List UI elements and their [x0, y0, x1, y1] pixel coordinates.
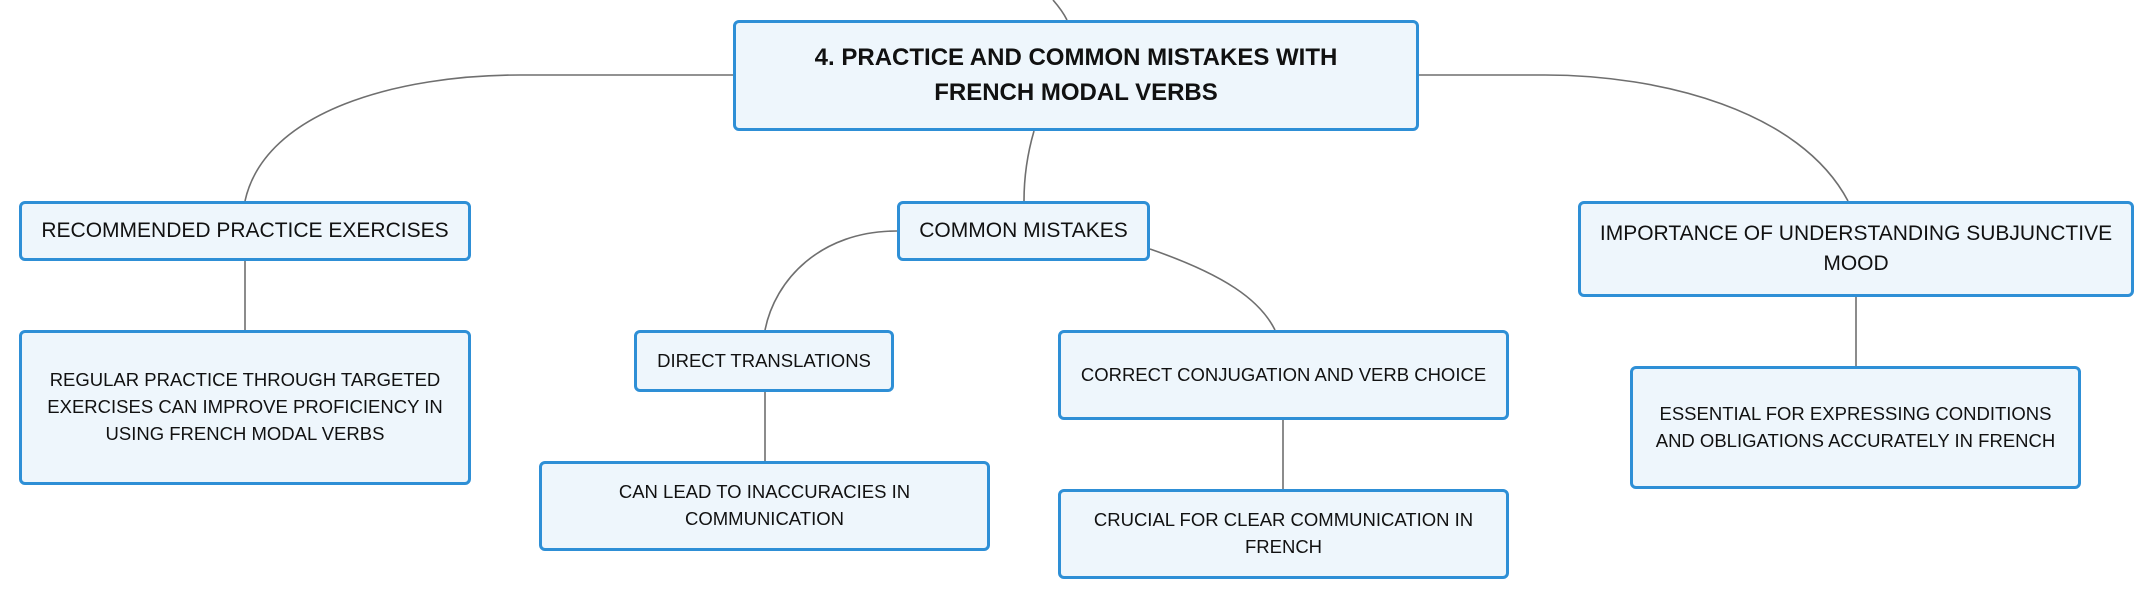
connector-mistakes-to-conjugation [1149, 248, 1276, 331]
practice-detail-label: REGULAR PRACTICE THROUGH TARGETED EXERCI… [47, 369, 443, 444]
connector-parent-to-root [1052, 0, 1068, 21]
practice-node[interactable]: RECOMMENDED PRACTICE EXERCISES [19, 201, 471, 261]
mistakes-node-label: COMMON MISTAKES [919, 218, 1128, 242]
translations-detail-node[interactable]: CAN LEAD TO INACCURACIES IN COMMUNICATIO… [539, 461, 990, 551]
connector-root-to-practice [244, 74, 733, 202]
subjunctive-detail-node[interactable]: ESSENTIAL FOR EXPRESSING CONDITIONS AND … [1630, 366, 2081, 489]
root-node[interactable]: 4. PRACTICE AND COMMON MISTAKES WITH FRE… [733, 20, 1419, 131]
root-node-label: 4. PRACTICE AND COMMON MISTAKES WITH FRE… [814, 43, 1338, 106]
translations-node[interactable]: DIRECT TRANSLATIONS [634, 330, 894, 392]
subjunctive-detail-label: ESSENTIAL FOR EXPRESSING CONDITIONS AND … [1655, 402, 2056, 451]
conjugation-node[interactable]: CORRECT CONJUGATION AND VERB CHOICE [1058, 330, 1509, 420]
mistakes-node[interactable]: COMMON MISTAKES [897, 201, 1150, 261]
subjunctive-node[interactable]: IMPORTANCE OF UNDERSTANDING SUBJUNCTIVE … [1578, 201, 2134, 297]
connector-root-to-subjunctive [1419, 74, 1849, 202]
connector-root-to-mistakes [1023, 130, 1035, 202]
connector-mistakes-to-translations [764, 230, 898, 331]
conjugation-node-label: CORRECT CONJUGATION AND VERB CHOICE [1080, 363, 1487, 385]
translations-detail-label: CAN LEAD TO INACCURACIES IN COMMUNICATIO… [618, 481, 911, 529]
translations-node-label: DIRECT TRANSLATIONS [657, 349, 871, 371]
subjunctive-node-label: IMPORTANCE OF UNDERSTANDING SUBJUNCTIVE … [1599, 221, 2113, 275]
conjugation-detail-label: CRUCIAL FOR CLEAR COMMUNICATION IN FRENC… [1093, 509, 1474, 557]
conjugation-detail-node[interactable]: CRUCIAL FOR CLEAR COMMUNICATION IN FRENC… [1058, 489, 1509, 579]
practice-node-label: RECOMMENDED PRACTICE EXERCISES [41, 218, 449, 242]
practice-detail-node[interactable]: REGULAR PRACTICE THROUGH TARGETED EXERCI… [19, 330, 471, 485]
